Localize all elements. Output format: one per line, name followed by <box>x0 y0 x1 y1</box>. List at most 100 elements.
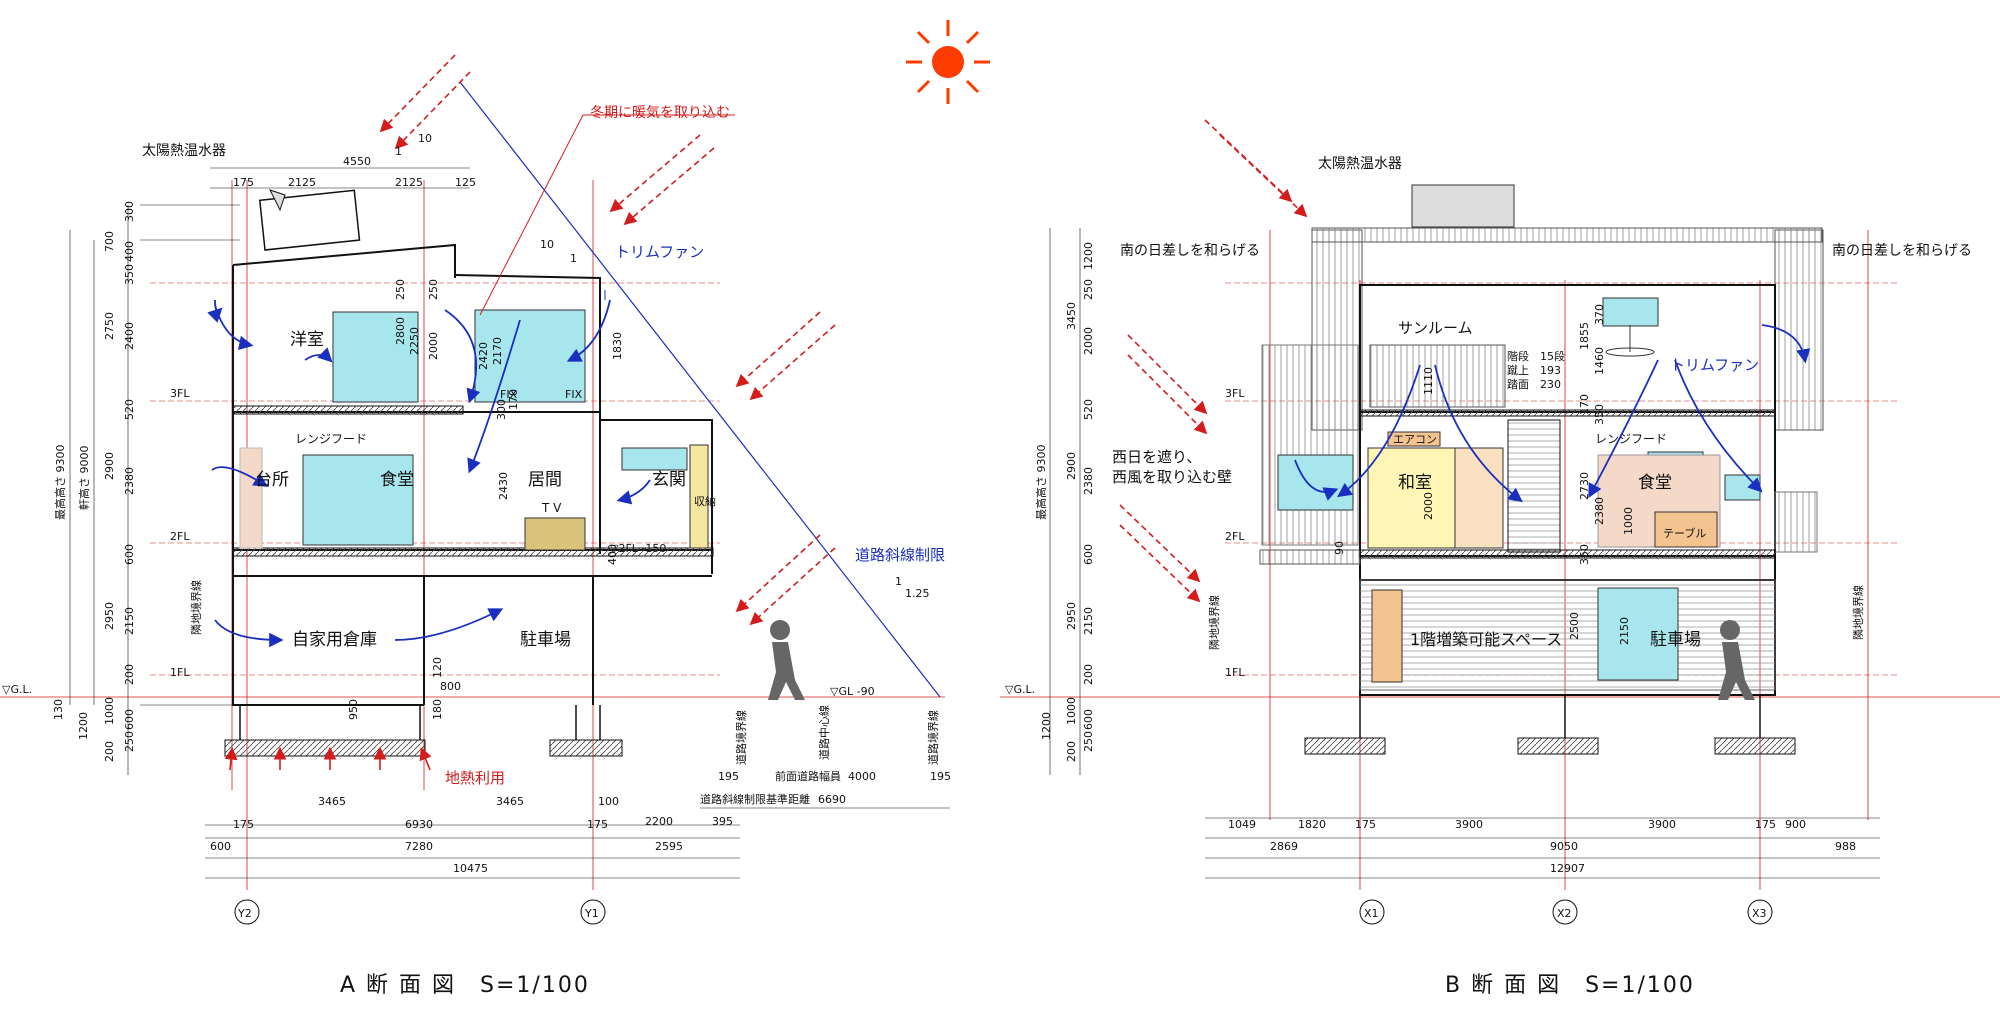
dim-left-1000: 1000 <box>103 697 116 725</box>
dim-top-4550: 4550 <box>343 155 371 168</box>
dim-left-2400: 2400 <box>123 322 136 350</box>
label-front-road-width: 前面道路幅員 <box>775 769 841 783</box>
caption-b: B 断 面 図 S=1/100 <box>1445 973 1695 998</box>
label-3fl-b: 3FL <box>1225 387 1245 400</box>
label-stairs-2: 蹴上 193 <box>1507 363 1561 377</box>
label-gl-a: ▽G.L. <box>2 683 32 696</box>
label-stairs-1: 階段 15段 <box>1507 349 1565 363</box>
dim-b-3450: 3450 <box>1065 302 1078 330</box>
dim-road-195a: 195 <box>718 770 739 783</box>
dim-b-175a: 175 <box>1355 818 1376 831</box>
dim-b-600b: 600 <box>1082 709 1095 730</box>
dim-left-200b: 200 <box>103 741 116 762</box>
dim-left-1200: 1200 <box>77 712 90 740</box>
label-range-hood-b: レンジフード <box>1595 432 1667 446</box>
dim-inner-950: 950 <box>347 699 360 720</box>
window-kitchen <box>302 454 414 546</box>
dim-b-2150-inner: 2150 <box>1618 617 1631 645</box>
room-sunroom: サンルーム <box>1398 319 1473 337</box>
dim-road-4000: 4000 <box>848 770 876 783</box>
label-3fl-a: 3FL <box>170 387 190 400</box>
slope-ratio-mid: 10 <box>540 238 554 251</box>
label-range-hood-a: レンジフード <box>295 432 367 446</box>
room-dining-b: 食堂 <box>1638 473 1672 493</box>
solar-heater-a <box>258 189 361 251</box>
dim-inner-170: 170 <box>507 389 520 410</box>
dim-b-3900b: 3900 <box>1648 818 1676 831</box>
dim-inner-2800: 2800 <box>394 317 407 345</box>
louver-window <box>1371 589 1403 683</box>
label-geothermal: 地熱利用 <box>445 769 505 787</box>
slope-ratio-road-b: 1.25 <box>905 587 930 600</box>
dim-a-600: 600 <box>210 840 231 853</box>
dim-b-250: 250 <box>1082 279 1095 300</box>
label-trim-fan-a: トリムファン <box>615 243 704 261</box>
dim-b-2000-inner: 2000 <box>1422 492 1435 520</box>
label-1fl-b: 1FL <box>1225 666 1245 679</box>
dim-left-400: 400 <box>123 241 136 262</box>
dim-inner-2430: 2430 <box>497 472 510 500</box>
dim-b-2150: 2150 <box>1082 607 1095 635</box>
caption-a: A 断 面 図 S=1/100 <box>340 973 590 998</box>
dim-left-350: 350 <box>123 264 136 285</box>
grid-x1: X1 <box>1364 907 1379 920</box>
window-entrance <box>621 447 688 471</box>
label-west-wall-2: 西風を取り込む壁 <box>1112 468 1232 486</box>
dim-top-125: 125 <box>455 176 476 189</box>
dim-b-1110: 1110 <box>1422 367 1435 395</box>
grid-x2: X2 <box>1557 907 1572 920</box>
dim-a-10475: 10475 <box>453 862 488 875</box>
grid-y1: Y1 <box>584 907 599 920</box>
dim-a-175b: 175 <box>587 818 608 831</box>
dim-b-250b: 250 <box>1082 731 1095 752</box>
room-parking-b: 駐車場 <box>1650 630 1701 650</box>
dim-road-195b: 195 <box>930 770 951 783</box>
label-aircon: エアコン <box>1393 433 1437 446</box>
dim-b-2950: 2950 <box>1065 602 1078 630</box>
dim-a-395: 395 <box>712 815 733 828</box>
label-road-boundary-1: 道路境界線 <box>734 710 748 765</box>
person-figure-b <box>1718 620 1755 700</box>
trim-fan-icon-b <box>1605 325 1655 357</box>
label-winter-heat: 冬期に暖気を取り込む <box>590 105 730 121</box>
dim-inner-120: 120 <box>431 657 444 678</box>
dim-b-2500: 2500 <box>1568 612 1581 640</box>
label-soften-right: 南の日差しを和らげる <box>1832 243 1972 259</box>
dim-a-3465a: 3465 <box>318 795 346 808</box>
dim-top-2125a: 2125 <box>288 176 316 189</box>
label-2fl-b: 2FL <box>1225 530 1245 543</box>
japanese-room-wall <box>1367 447 1457 549</box>
dim-b-9050: 9050 <box>1550 840 1578 853</box>
label-table: テーブル <box>1663 526 1706 540</box>
room-japanese: 和室 <box>1398 473 1432 493</box>
label-1fl-a: 1FL <box>170 666 190 679</box>
slope-ratio-top: 10 <box>418 132 432 145</box>
dim-left-2150: 2150 <box>123 607 136 635</box>
dim-inner-2000: 2000 <box>427 332 440 360</box>
label-stairs-3: 踏面 230 <box>1507 377 1561 391</box>
label-road-slope: 道路斜線制限 <box>855 546 945 564</box>
label-max-height-b: 最高高さ 9300 <box>1034 445 1048 521</box>
dim-b-12907: 12907 <box>1550 862 1585 875</box>
dim-b-350: 350 <box>1593 404 1606 425</box>
room-kitchen: 台所 <box>255 470 289 490</box>
dim-left-300: 300 <box>123 201 136 222</box>
dim-b-1855: 1855 <box>1578 322 1591 350</box>
room-parking-a: 駐車場 <box>520 630 571 650</box>
dim-b-2730: 2730 <box>1578 472 1591 500</box>
dim-inner-250b: 250 <box>427 279 440 300</box>
dim-inner-1830: 1830 <box>611 332 624 360</box>
dim-b-1200b: 1200 <box>1040 712 1053 740</box>
window-fix <box>474 309 586 403</box>
dim-inner-250a: 250 <box>394 279 407 300</box>
dim-b-90: 90 <box>1333 541 1346 555</box>
grid-x3: X3 <box>1752 907 1767 920</box>
dim-inner-2420: 2420 <box>477 342 490 370</box>
room-garage-storage: 自家用倉庫 <box>292 630 377 650</box>
parking-window <box>1597 587 1679 681</box>
label-eaves-height: 軒高さ 9000 <box>77 446 91 511</box>
dim-b-1049: 1049 <box>1228 818 1256 831</box>
slope-ratio-mid-b: 1 <box>570 252 577 265</box>
dim-b-200b: 200 <box>1065 741 1078 762</box>
